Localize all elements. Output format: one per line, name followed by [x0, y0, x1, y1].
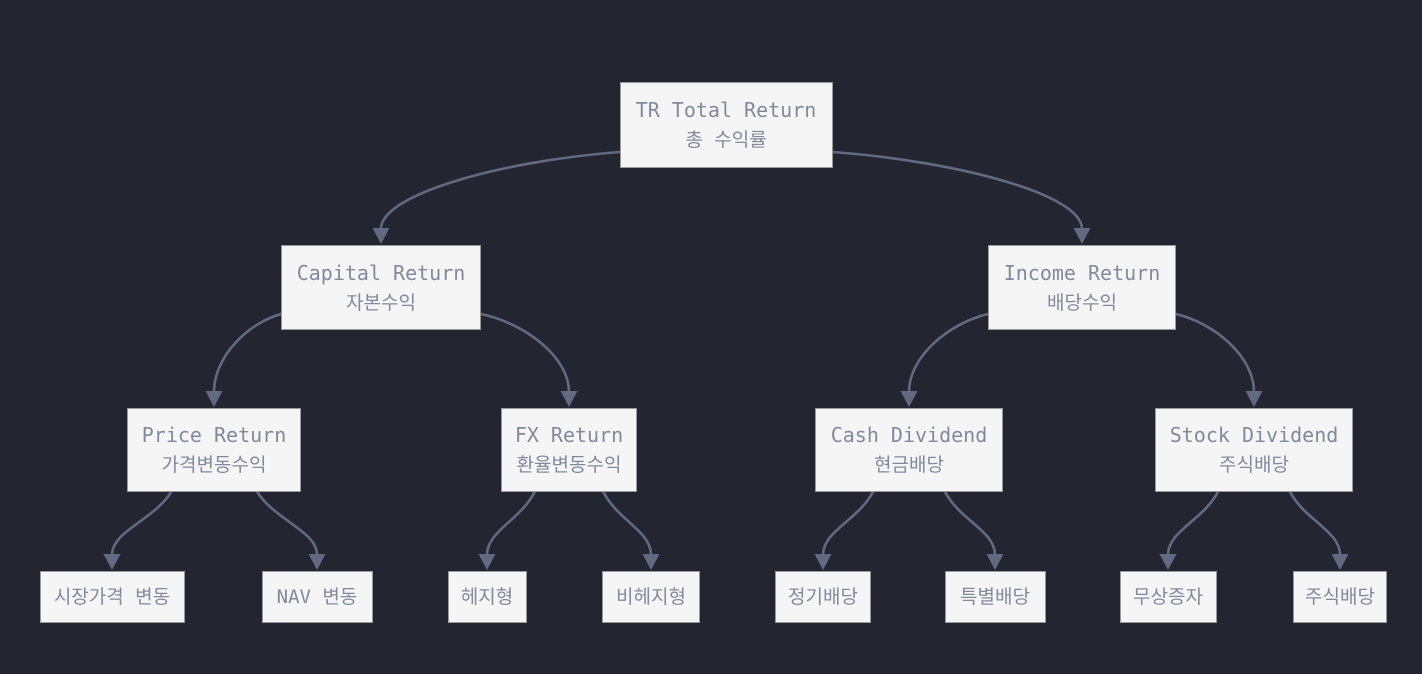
node-label: NAV 변동: [276, 585, 358, 608]
node-subtitle: 자본수익: [346, 291, 416, 314]
node-label: 특별배당: [960, 585, 1030, 608]
node-title: Price Return: [141, 423, 287, 448]
node-title: Cash Dividend: [830, 423, 988, 448]
edge-line: [1288, 490, 1342, 557]
edge-line: [212, 312, 283, 394]
arrowhead-icon: [478, 554, 496, 570]
arrowhead-icon: [103, 554, 121, 570]
arrowhead-icon: [900, 391, 918, 407]
node-label: 주식배당: [1305, 585, 1375, 608]
node-label: 비헤지형: [616, 585, 686, 608]
node-special-dividend: 특별배당: [944, 571, 1046, 623]
edge-line: [907, 312, 990, 394]
node-title: Stock Dividend: [1169, 423, 1339, 448]
edge-line: [602, 490, 653, 557]
edge-line: [1174, 312, 1256, 394]
node-subtitle: 현금배당: [874, 454, 944, 477]
node-hedged: 헤지형: [447, 571, 527, 623]
node-unhedged: 비헤지형: [602, 571, 700, 623]
arrowhead-icon: [1073, 228, 1091, 244]
arrowhead-icon: [986, 554, 1004, 570]
node-title: Capital Return: [296, 260, 466, 285]
arrowhead-icon: [814, 554, 832, 570]
arrowhead-icon: [642, 554, 660, 570]
edge-line: [255, 490, 319, 557]
arrowhead-icon: [560, 391, 578, 407]
arrowhead-icon: [1331, 554, 1349, 570]
node-subtitle: 주식배당: [1219, 454, 1289, 477]
edge-line: [1166, 490, 1220, 557]
node-bonus-issue: 무상증자: [1119, 571, 1217, 623]
edge-line: [485, 490, 536, 557]
node-stock-dividend: Stock Dividend 주식배당: [1155, 408, 1353, 492]
node-label: 무상증자: [1133, 585, 1203, 608]
edge-line: [831, 150, 1084, 231]
node-capital-return: Capital Return 자본수익: [281, 245, 481, 330]
edge-line: [379, 150, 621, 231]
node-stock-dividend-leaf: 주식배당: [1293, 571, 1387, 623]
arrowhead-icon: [372, 228, 390, 244]
node-subtitle: 환율변동수익: [516, 454, 622, 477]
arrowhead-icon: [205, 391, 223, 407]
node-subtitle: 가격변동수익: [161, 454, 267, 477]
node-subtitle: 배당수익: [1047, 291, 1117, 314]
node-cash-dividend: Cash Dividend 현금배당: [815, 408, 1003, 492]
node-label: 정기배당: [788, 585, 858, 608]
node-income-return: Income Return 배당수익: [988, 245, 1176, 330]
node-market-price-change: 시장가격 변동: [39, 571, 185, 623]
arrowhead-icon: [1245, 391, 1263, 407]
node-fx-return: FX Return 환율변동수익: [501, 408, 637, 492]
arrowhead-icon: [308, 554, 326, 570]
arrowhead-icon: [1159, 554, 1177, 570]
node-subtitle: 총 수익률: [685, 129, 767, 152]
node-total-return: TR Total Return 총 수익률: [619, 82, 833, 168]
edge-line: [110, 490, 173, 557]
node-title: FX Return: [514, 423, 624, 448]
node-label: 헤지형: [460, 585, 514, 608]
node-price-return: Price Return 가격변동수익: [127, 408, 301, 492]
node-title: Income Return: [1003, 260, 1161, 285]
node-label: 시장가격 변동: [53, 585, 171, 608]
edge-line: [821, 490, 875, 557]
edge-line: [479, 312, 571, 394]
node-regular-dividend: 정기배당: [775, 571, 871, 623]
node-title: TR Total Return: [635, 98, 817, 123]
node-nav-change: NAV 변동: [261, 571, 373, 623]
edge-line: [943, 490, 997, 557]
